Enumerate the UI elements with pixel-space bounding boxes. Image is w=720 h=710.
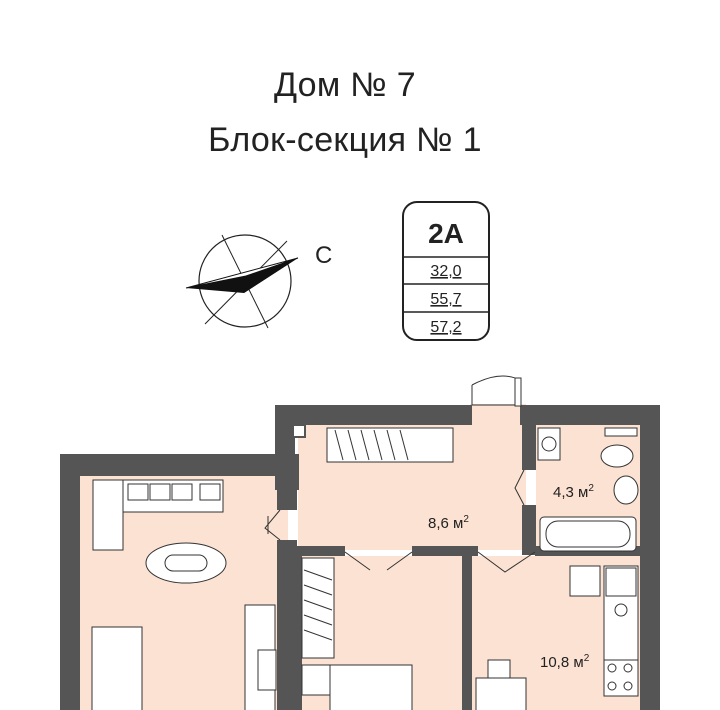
kitchen-sink xyxy=(614,603,628,617)
section-title: Блок-секция № 1 xyxy=(208,121,482,159)
kitchen-area-label: 10,8 м2 xyxy=(540,653,590,671)
compass: С xyxy=(185,234,332,329)
house-title: Дом № 7 xyxy=(273,66,417,104)
apartment-badge: 2А 32,0 55,7 57,2 xyxy=(402,201,490,341)
area-total: 57,2 xyxy=(430,319,461,336)
doors xyxy=(264,375,536,573)
hall-area-label: 8,6 м2 xyxy=(428,514,469,532)
room-labels: 8,6 м2 4,3 м2 10,8 м2 xyxy=(428,483,594,671)
kitchen-cabinet xyxy=(569,565,601,597)
toilet xyxy=(600,444,634,468)
sofa-arm xyxy=(92,479,124,551)
sink xyxy=(613,475,639,505)
compass-ring xyxy=(198,234,292,328)
area-total-without: 55,7 xyxy=(430,291,461,308)
bath-area-label: 4,3 м2 xyxy=(553,483,594,501)
armchair xyxy=(91,626,143,710)
furniture xyxy=(91,427,639,710)
bed xyxy=(329,664,413,710)
bedroom-wardrobe xyxy=(301,557,335,659)
kitchen-table xyxy=(475,677,527,710)
area-living: 32,0 xyxy=(430,263,461,280)
hall-wardrobe xyxy=(326,427,454,463)
toilet-tank xyxy=(604,427,638,437)
compass-north-label: С xyxy=(315,242,332,269)
apartment-type: 2А xyxy=(428,218,464,249)
walls xyxy=(60,405,660,710)
